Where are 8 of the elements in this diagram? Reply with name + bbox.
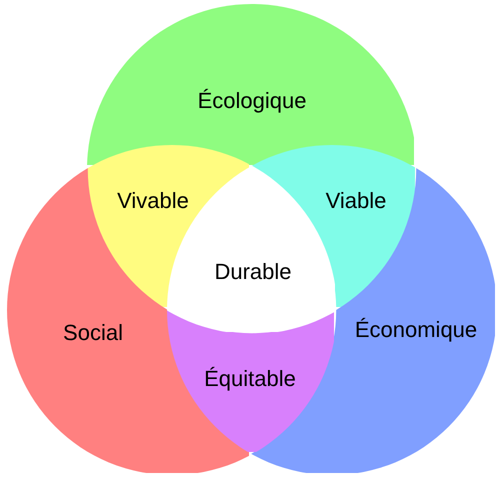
region-label: Social [63,320,123,346]
region-label: Écologique [198,88,306,114]
region-label: Économique [354,317,478,343]
region-label: Vivable [117,188,189,214]
region-label: Équitable [204,366,296,392]
overlap-region [166,310,334,452]
region-label: Viable [326,188,386,214]
region-label: Durable [214,259,292,285]
